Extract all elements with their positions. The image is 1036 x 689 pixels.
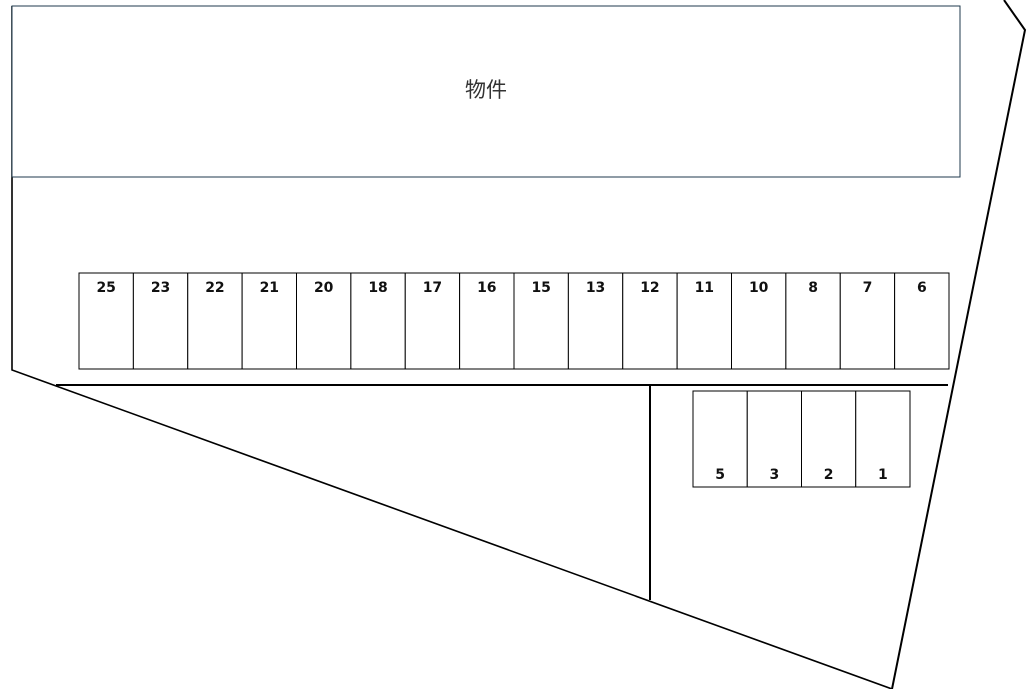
lot-boundary <box>891 0 1027 689</box>
parking-space <box>459 272 515 370</box>
parking-space <box>622 272 678 370</box>
parking-space-number: 13 <box>586 280 605 296</box>
parking-space-number: 12 <box>640 280 659 296</box>
parking-space <box>296 272 352 370</box>
parking-space-number: 20 <box>314 280 334 296</box>
parking-space-number: 22 <box>205 280 224 296</box>
parking-space <box>731 272 787 370</box>
building-label: 物件 <box>465 78 507 102</box>
parking-space-number: 6 <box>917 280 927 296</box>
parking-space-number: 2 <box>824 467 834 483</box>
parking-space-number: 15 <box>531 280 550 296</box>
parking-space <box>746 390 802 488</box>
parking-space <box>241 272 297 370</box>
parking-space-number: 11 <box>695 280 714 296</box>
parking-space-number: 8 <box>808 280 818 296</box>
lower-parking-row: 5 3 2 1 <box>692 390 911 488</box>
parking-space <box>513 272 569 370</box>
parking-space-number: 1 <box>878 467 888 483</box>
parking-space <box>855 390 911 488</box>
parking-space-number: 21 <box>260 280 279 296</box>
parking-space-number: 18 <box>368 280 387 296</box>
parking-space <box>676 272 732 370</box>
parking-space <box>132 272 189 370</box>
parking-space <box>187 272 243 370</box>
parking-space-number: 7 <box>863 280 873 296</box>
parking-space-number: 5 <box>715 467 725 483</box>
parking-space-number: 23 <box>151 280 170 296</box>
building-outline <box>11 5 961 178</box>
parking-space <box>78 272 134 370</box>
parking-space-number: 3 <box>770 467 780 483</box>
upper-parking-row: 25 23 22 21 20 18 17 16 15 13 12 11 10 8 7 6 <box>78 272 950 370</box>
parking-space <box>894 272 950 370</box>
parking-space-number: 17 <box>423 280 442 296</box>
parking-space-number: 16 <box>477 280 496 296</box>
parking-space-number: 25 <box>96 280 115 296</box>
parking-space <box>692 390 748 488</box>
parking-space-number: 10 <box>749 280 769 296</box>
parking-space <box>567 272 624 370</box>
parking-space <box>801 390 857 488</box>
